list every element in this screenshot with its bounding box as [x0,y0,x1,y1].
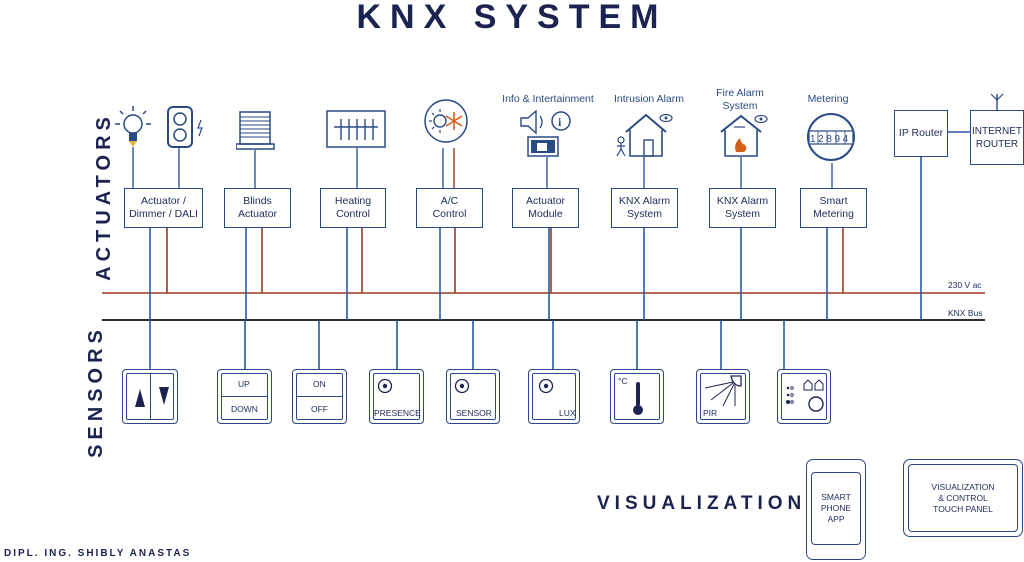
blinds-icon [236,111,275,150]
internet-router-box[interactable]: INTERNET ROUTER [970,110,1024,165]
off-label: OFF [311,404,328,414]
visualization-label: VISUALIZATION [597,493,807,514]
room-controller-icon [786,379,824,412]
sensor-label: SENSOR [456,408,492,418]
sun-snowflake-icon [424,99,468,143]
thermometer-icon [633,382,643,415]
speaker-info-icon: i [520,109,571,157]
up-down-switch[interactable]: UP DOWN [217,369,272,424]
touch-panel-label: VISUALIZATION & CONTROL TOUCH PANEL [908,464,1018,532]
up-down-arrows-icon [135,387,169,407]
actuator-ac-box[interactable]: A/C Control [416,188,483,228]
page-title: KNX SYSTEM [356,0,668,36]
fire-house-icon [720,114,768,157]
lux-sensor-icon [538,378,554,394]
temp-unit-label: °C [618,376,628,386]
pir-sensor[interactable]: PIR [696,369,750,424]
intrusion-house-icon [616,113,673,157]
on-off-switch[interactable]: ON OFF [292,369,347,424]
radiator-icon [326,110,386,148]
actuator-dimmer-box[interactable]: Actuator / Dimmer / DALI [124,188,203,228]
author-credit: DIPL. ING. SHIBLY ANASTAS [4,548,192,559]
sensor-icon [454,378,470,394]
svg-text:i: i [558,115,562,129]
knx-bus-label: KNX Bus [948,308,983,318]
pir-label: PIR [703,408,718,418]
actuator-knx-links [149,157,922,320]
touch-panel[interactable]: VISUALIZATION & CONTROL TOUCH PANEL [903,459,1023,537]
lux-sensor[interactable]: LUX [528,369,580,424]
presence-sensor[interactable]: PRESENCE [369,369,424,424]
energy-meter-icon: 12894 [807,113,855,161]
intrusion-alarm-box[interactable]: KNX Alarm System [611,188,678,228]
power-bus-label: 230 V ac [948,280,982,290]
down-label: DOWN [231,404,258,414]
category-intrusion-label: Intrusion Alarm [613,93,685,105]
pir-motion-icon [704,375,742,407]
actuator-heating-box[interactable]: Heating Control [320,188,386,228]
up-label: UP [238,379,250,389]
actuator-power-links [166,228,844,293]
room-controller-sensor[interactable] [777,369,831,424]
ip-router-box[interactable]: IP Router [894,110,948,157]
category-metering-label: Metering [807,93,849,105]
power-socket-icon [167,106,203,148]
smart-metering-box[interactable]: Smart Metering [800,188,867,228]
actuator-module-box[interactable]: Actuator Module [512,188,579,228]
presence-label: PRESENCE [374,408,421,418]
category-fire-label: Fire Alarm System [716,87,764,112]
meter-digits: 12894 [810,134,851,145]
smartphone-app-label: SMART PHONE APP [811,472,861,545]
lux-label: LUX [559,408,576,418]
temperature-sensor[interactable]: °C [610,369,664,424]
smartphone-app[interactable]: SMART PHONE APP [806,459,866,560]
category-info-label: Info & Intertainment [502,93,594,105]
on-label: ON [313,379,326,389]
presence-sensor-icon [377,378,393,394]
sensors-label: SENSORS [84,325,107,458]
actuator-blinds-box[interactable]: Blinds Actuator [224,188,291,228]
blinds-sensor-switch[interactable] [122,369,178,424]
sensor-knx-links [149,320,785,369]
device-links [132,147,833,188]
light-bulb-icon [115,106,151,147]
antenna-icon [990,93,1004,110]
generic-sensor[interactable]: SENSOR [446,369,500,424]
fire-alarm-box[interactable]: KNX Alarm System [709,188,776,228]
